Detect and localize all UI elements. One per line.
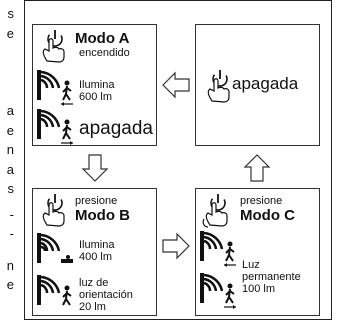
arrow-down-icon [81,154,109,182]
modo-c-prefix: presione [240,195,283,207]
modo-a-subtitle: encendido [79,47,130,59]
edge-fragment: s [7,181,15,196]
hand-press-icon [202,194,228,228]
panel-modo-a: Modo A encendido Ilumina 600 lm apagada [32,24,157,146]
person-walking-icon [62,119,72,140]
arrow-up-icon [243,154,271,182]
edge-fragment: e [6,25,14,41]
arrow-left-icon [162,71,190,99]
panel-modo-c: presione Modo C Luz permanente 100 lm [195,188,320,316]
modo-c-title: Modo C [240,207,295,224]
edge-fragment: s [7,6,15,21]
edge-text-fragments: s e a e n a s - - n e [0,0,14,322]
motion-sensor-icon [37,233,73,263]
edge-fragment: n [6,142,14,157]
edge-fragment: a [6,103,14,118]
person-walking-icon [225,283,235,304]
person-walking-icon [225,241,235,262]
modo-b-row1-text: Ilumina 400 lm [79,239,115,263]
edge-fragment: - [9,206,14,222]
motion-sensor-icon [37,70,73,106]
arrow-right-icon [162,232,190,260]
edge-fragment: e [6,277,14,292]
hand-press-icon [42,194,65,227]
modo-b-title: Modo B [75,207,130,224]
hand-press-icon [207,70,230,103]
edge-fragment: a [6,161,14,177]
edge-fragment: e [6,122,14,138]
modo-a-row1-text: Ilumina 600 lm [79,79,115,103]
motion-sensor-icon [37,109,73,145]
diagram-frame [24,0,332,320]
edge-fragment: n [6,257,14,273]
motion-sensor-icon [37,275,72,306]
modo-b-row2-text: luz de orientación 20 lm [79,277,133,313]
off-label: apagada [232,74,299,93]
modo-b-prefix: presione [75,195,118,207]
person-walking-icon [62,285,72,306]
modo-c-row1-text: Luz permanente 100 lm [242,259,301,295]
edge-fragment: - [9,226,14,241]
motion-sensor-icon [200,231,236,267]
modo-a-title: Modo A [75,30,130,47]
hand-press-icon [42,30,65,63]
modo-a-row2-text: apagada [79,118,153,139]
person-walking-icon [62,80,72,101]
panel-off: apagada [195,24,320,146]
panel-modo-b: presione Modo B Ilumina 400 lm luz de or… [32,188,157,316]
motion-sensor-icon [200,273,236,309]
